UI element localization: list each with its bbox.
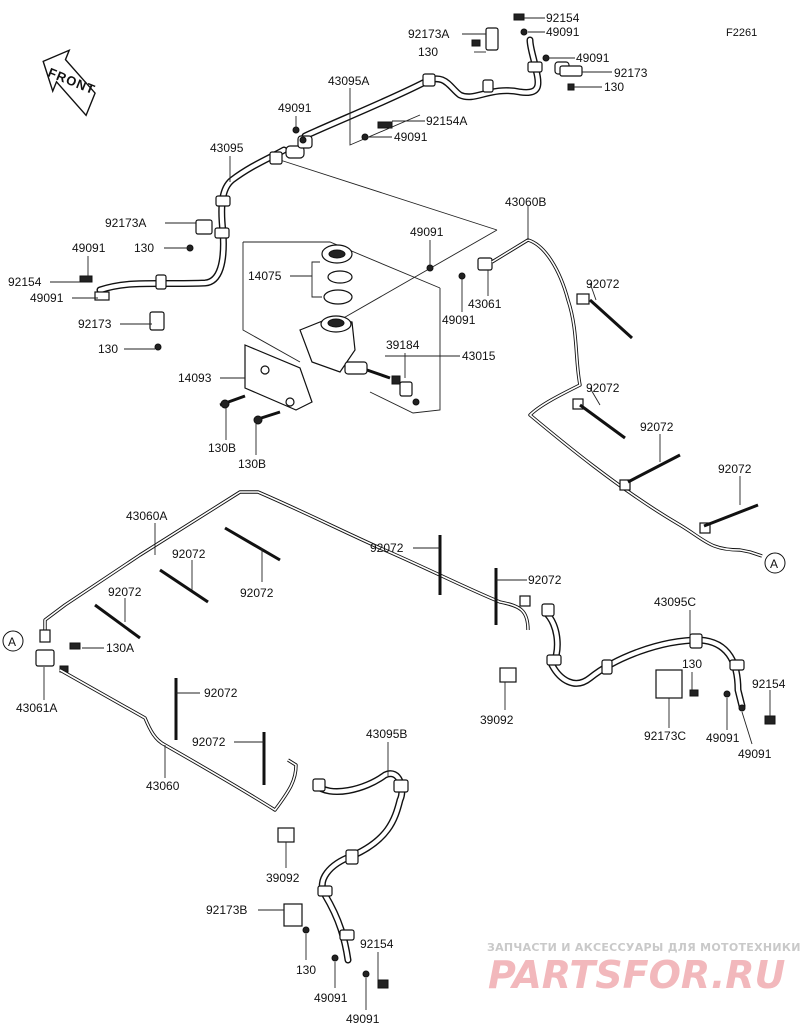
part-labels: 92154 92173A 49091 130 49091 92173 130 4…	[8, 11, 786, 1026]
label-92072: 92072	[718, 462, 752, 476]
label-49091: 49091	[314, 991, 348, 1005]
label-92072: 92072	[370, 541, 404, 555]
label-39092: 39092	[266, 871, 300, 885]
label-92072: 92072	[586, 277, 620, 291]
label-49091: 49091	[72, 241, 106, 255]
connection-point-a-right: A	[764, 552, 786, 574]
label-130a: 130A	[106, 641, 134, 655]
brake-pipe-43060b	[491, 238, 763, 558]
master-cylinder-frame	[242, 159, 498, 414]
label-49091: 49091	[442, 313, 476, 327]
label-130b: 130B	[208, 441, 236, 455]
label-14075: 14075	[248, 269, 282, 283]
svg-text:A: A	[8, 635, 16, 649]
label-92154: 92154	[360, 937, 394, 951]
label-92154: 92154	[752, 677, 786, 691]
label-43015: 43015	[462, 349, 496, 363]
figure-code: F2261	[726, 27, 757, 39]
label-49091: 49091	[346, 1012, 380, 1026]
label-92072: 92072	[172, 547, 206, 561]
label-92072: 92072	[108, 585, 142, 599]
label-92072: 92072	[240, 586, 274, 600]
label-43095a: 43095A	[328, 74, 369, 88]
label-43095: 43095	[210, 141, 244, 155]
label-92173c: 92173C	[644, 729, 686, 743]
label-130b: 130B	[238, 457, 266, 471]
label-14093: 14093	[178, 371, 212, 385]
label-92173a: 92173A	[408, 27, 449, 41]
label-92072: 92072	[204, 686, 238, 700]
label-39092: 39092	[480, 713, 514, 727]
label-130: 130	[604, 80, 624, 94]
label-92173: 92173	[78, 317, 112, 331]
label-92072: 92072	[192, 735, 226, 749]
master-cylinder-assembly	[299, 244, 420, 406]
label-130: 130	[134, 241, 154, 255]
label-92154: 92154	[546, 11, 580, 25]
label-43095b: 43095B	[366, 727, 407, 741]
watermark: ЗАПЧАСТИ И АКСЕССУАРЫ ДЛЯ МОТОТЕХНИКИ PA…	[487, 941, 800, 997]
label-49091: 49091	[546, 25, 580, 39]
label-49091: 49091	[30, 291, 64, 305]
label-43060b: 43060B	[505, 195, 546, 209]
label-92072: 92072	[640, 420, 674, 434]
hose-43095b	[277, 770, 409, 989]
label-49091: 49091	[278, 101, 312, 115]
hose-43095c	[499, 595, 776, 725]
label-92154a: 92154A	[426, 114, 467, 128]
label-49091: 49091	[738, 747, 772, 761]
label-49091: 49091	[394, 130, 428, 144]
hose-fittings-upper	[155, 61, 570, 290]
label-92072: 92072	[528, 573, 562, 587]
label-49091: 49091	[410, 225, 444, 239]
label-43060: 43060	[146, 779, 180, 793]
brake-pipe-43060	[59, 668, 298, 812]
label-49091: 49091	[706, 731, 740, 745]
label-130: 130	[98, 342, 118, 356]
watermark-logo: PARTSFOR.RU	[488, 953, 786, 997]
upper-small-parts	[79, 13, 583, 351]
label-92072: 92072	[586, 381, 620, 395]
label-92173b: 92173B	[206, 903, 247, 917]
cable-ties-middle	[94, 526, 498, 785]
label-92154: 92154	[8, 275, 42, 289]
brake-pipe-43060a	[43, 490, 530, 635]
label-92173a: 92173A	[105, 216, 146, 230]
label-43061a: 43061A	[16, 701, 57, 715]
joint-43061a	[35, 629, 81, 673]
fitting-43061	[426, 257, 493, 280]
label-43095c: 43095C	[654, 595, 696, 609]
front-direction-arrow: FRONT	[42, 48, 98, 117]
hose-43095	[96, 146, 288, 294]
mounting-plate-14093	[219, 344, 313, 425]
watermark-tagline: ЗАПЧАСТИ И АКСЕССУАРЫ ДЛЯ МОТОТЕХНИКИ	[487, 941, 800, 954]
label-49091: 49091	[576, 51, 610, 65]
label-43060a: 43060A	[126, 509, 167, 523]
label-39184: 39184	[386, 338, 420, 352]
label-92173: 92173	[614, 66, 648, 80]
connection-point-a-left: A	[2, 630, 24, 652]
label-130: 130	[682, 657, 702, 671]
leader-lines	[43, 17, 771, 1010]
label-43061: 43061	[468, 297, 502, 311]
svg-text:A: A	[770, 557, 778, 571]
label-130: 130	[296, 963, 316, 977]
label-130: 130	[418, 45, 438, 59]
cable-ties-upper-right	[579, 298, 759, 528]
